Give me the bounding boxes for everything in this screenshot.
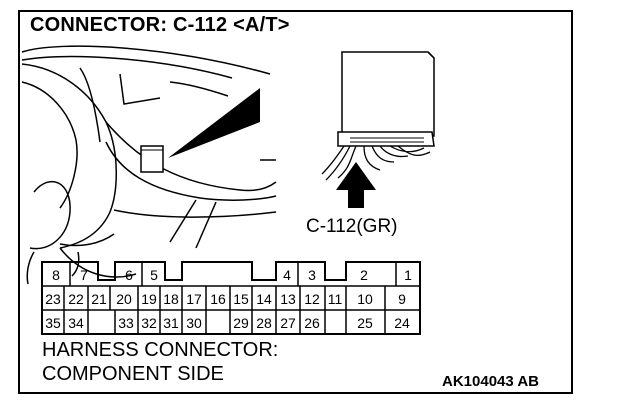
diagram-frame: CONNECTOR: C-112 <A/T>: [18, 10, 573, 394]
pin-number: 13: [280, 291, 296, 307]
pin-dividers: [63, 262, 397, 334]
pin-layout: 8 7 6 5 4 3 2 1 23 22 21 20 19 18 17 16 …: [41, 261, 421, 335]
pin-number: 22: [68, 291, 84, 307]
pin-number: 27: [280, 315, 296, 331]
pin-number: 32: [141, 315, 157, 331]
pin-number: 7: [80, 267, 88, 283]
pin-number: 35: [45, 315, 61, 331]
pin-number: 9: [398, 291, 406, 307]
dashboard-drawing: [21, 45, 277, 285]
pin-number: 11: [328, 291, 343, 307]
pin-number: 28: [256, 315, 272, 331]
pin-number: 19: [141, 291, 157, 307]
pin-number: 31: [163, 315, 179, 331]
pin-number: 10: [357, 291, 373, 307]
pin-number: 16: [210, 291, 226, 307]
pin-number: 33: [118, 315, 134, 331]
pin-number: 8: [52, 267, 60, 283]
pin-number: 34: [68, 315, 84, 331]
pin-number: 5: [150, 267, 158, 283]
pin-number: 15: [233, 291, 249, 307]
pin-number: 29: [233, 315, 249, 331]
pin-number: 30: [186, 315, 202, 331]
page-title: CONNECTOR: C-112 <A/T>: [30, 14, 290, 36]
pin-number: 26: [304, 315, 320, 331]
pin-number: 21: [91, 291, 107, 307]
arrow-icon: [336, 162, 376, 208]
connector-caption: HARNESS CONNECTOR: COMPONENT SIDE: [42, 338, 278, 386]
pin-number: 4: [283, 267, 291, 283]
pin-number: 3: [308, 267, 316, 283]
caption-line-2: COMPONENT SIDE: [42, 363, 224, 385]
ecu-drawing: [337, 51, 435, 147]
connector-label: C-112(GR): [306, 216, 398, 237]
pin-number: 1: [404, 267, 412, 283]
pin-number: 24: [394, 315, 410, 331]
caption-line-1: HARNESS CONNECTOR:: [42, 339, 279, 361]
figure-code: AK104043 AB: [442, 373, 539, 390]
pin-number: 25: [357, 315, 373, 331]
pin-number: 23: [45, 291, 61, 307]
pin-number: 6: [125, 267, 133, 283]
pin-number: 20: [116, 291, 132, 307]
pin-numbers: 8 7 6 5 4 3 2 1 23 22 21 20 19 18 17 16 …: [45, 267, 412, 331]
pin-number: 17: [186, 291, 202, 307]
illustration: [21, 45, 435, 285]
pin-number: 18: [163, 291, 179, 307]
wire-harness: [321, 145, 431, 181]
pin-number: 2: [360, 267, 368, 283]
pin-number: 12: [304, 291, 320, 307]
connector-location-marker: [140, 88, 260, 173]
pin-number: 14: [256, 291, 272, 307]
